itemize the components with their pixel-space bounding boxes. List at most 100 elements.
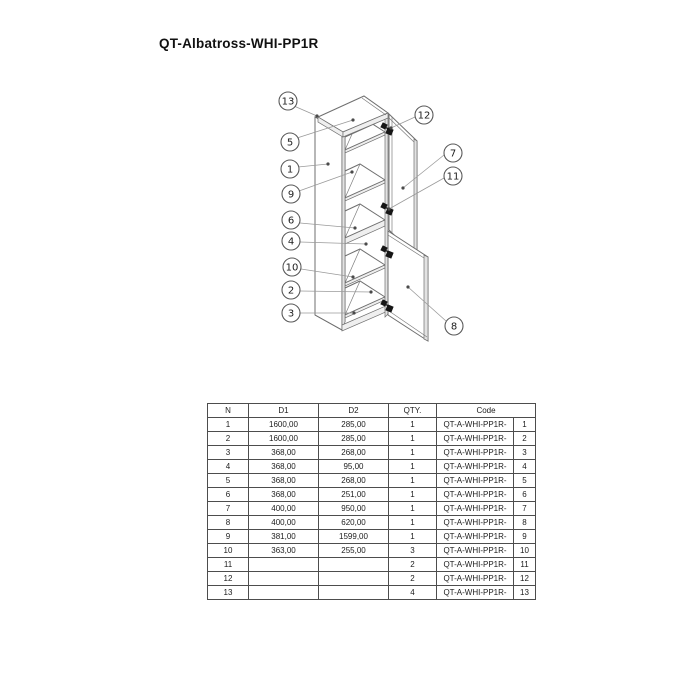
cell-code-num: 9	[513, 529, 536, 544]
callout-label: 12	[418, 111, 431, 122]
left-side-panel	[314, 116, 343, 331]
cell-qty: 1	[388, 445, 437, 460]
cell-d2	[318, 557, 389, 572]
cell-code-num: 12	[513, 571, 536, 586]
callout-label: 8	[451, 322, 457, 333]
col-header-n: N	[207, 403, 249, 418]
cell-code-num: 4	[513, 459, 536, 474]
col-header-d1: D1	[248, 403, 319, 418]
top-panel-edge-front	[342, 112, 389, 138]
cell-n: 2	[207, 431, 249, 446]
cell-code-num: 2	[513, 431, 536, 446]
page-title: QT-Albatross-WHI-PP1R	[159, 36, 319, 51]
cell-qty: 1	[388, 529, 437, 544]
cell-qty: 1	[388, 515, 437, 530]
callout-label: 1	[287, 165, 293, 176]
cell-qty: 4	[388, 585, 437, 600]
callout-7: 7	[443, 143, 463, 163]
callout-1: 1	[280, 159, 300, 179]
callout-11: 11	[443, 166, 463, 186]
cell-qty: 2	[388, 571, 437, 586]
cell-d2: 95,00	[318, 459, 389, 474]
cell-code-prefix: QT-A-WHI-PP1R-	[436, 571, 514, 586]
cell-qty: 1	[388, 501, 437, 516]
leader-lines	[293, 105, 447, 322]
cell-d2: 620,00	[318, 515, 389, 530]
cell-d2: 268,00	[318, 473, 389, 488]
cell-code-prefix: QT-A-WHI-PP1R-	[436, 417, 514, 432]
callout-label: 13	[282, 97, 295, 108]
cell-n: 6	[207, 487, 249, 502]
callout-label: 9	[288, 190, 294, 201]
callout-label: 4	[288, 237, 294, 248]
cell-code-prefix: QT-A-WHI-PP1R-	[436, 459, 514, 474]
cell-code-prefix: QT-A-WHI-PP1R-	[436, 431, 514, 446]
callout-4: 4	[281, 231, 301, 251]
cell-n: 1	[207, 417, 249, 432]
cell-code-prefix: QT-A-WHI-PP1R-	[436, 529, 514, 544]
cell-d1: 363,00	[248, 543, 319, 558]
cell-d1: 400,00	[248, 515, 319, 530]
cell-code-prefix: QT-A-WHI-PP1R-	[436, 585, 514, 600]
cell-d1: 1600,00	[248, 431, 319, 446]
cell-qty: 3	[388, 543, 437, 558]
cell-code-num: 5	[513, 473, 536, 488]
callout-label: 6	[288, 216, 294, 227]
cell-qty: 1	[388, 487, 437, 502]
callout-9: 9	[281, 184, 301, 204]
cell-code-prefix: QT-A-WHI-PP1R-	[436, 543, 514, 558]
lower-door-edge	[423, 254, 429, 342]
callouts: 13 5 1 9 6 4 10 2 3 12 7 11 8	[278, 91, 464, 336]
cell-n: 11	[207, 557, 249, 572]
cell-code-prefix: QT-A-WHI-PP1R-	[436, 473, 514, 488]
callout-label: 3	[288, 309, 294, 320]
cell-d1: 368,00	[248, 445, 319, 460]
cell-d1	[248, 585, 319, 600]
cell-n: 9	[207, 529, 249, 544]
cell-d2	[318, 585, 389, 600]
hinge-icon	[380, 122, 394, 136]
cell-d1	[248, 557, 319, 572]
cell-code-prefix: QT-A-WHI-PP1R-	[436, 515, 514, 530]
cell-code-prefix: QT-A-WHI-PP1R-	[436, 487, 514, 502]
cell-d1: 368,00	[248, 459, 319, 474]
callout-2: 2	[281, 280, 301, 300]
callout-3: 3	[281, 303, 301, 323]
cell-n: 8	[207, 515, 249, 530]
cell-code-prefix: QT-A-WHI-PP1R-	[436, 445, 514, 460]
upper-door	[388, 112, 418, 259]
cabinet-carcass	[314, 95, 390, 332]
cell-d1: 400,00	[248, 501, 319, 516]
cell-n: 7	[207, 501, 249, 516]
callout-6: 6	[281, 210, 301, 230]
col-header-code: Code	[436, 403, 536, 418]
left-panel-front-edge	[341, 131, 346, 331]
callout-5: 5	[280, 132, 300, 152]
cell-code-num: 3	[513, 445, 536, 460]
cell-code-num: 13	[513, 585, 536, 600]
cell-qty: 1	[388, 417, 437, 432]
cell-d1: 368,00	[248, 473, 319, 488]
cell-code-prefix: QT-A-WHI-PP1R-	[436, 501, 514, 516]
cell-d2: 251,00	[318, 487, 389, 502]
callout-13: 13	[278, 91, 298, 111]
cell-d2: 1599,00	[318, 529, 389, 544]
cell-code-num: 6	[513, 487, 536, 502]
callout-10: 10	[282, 257, 302, 277]
callout-label: 5	[287, 138, 293, 149]
callout-8: 8	[444, 316, 464, 336]
col-header-d2: D2	[318, 403, 389, 418]
cell-n: 3	[207, 445, 249, 460]
cell-n: 13	[207, 585, 249, 600]
